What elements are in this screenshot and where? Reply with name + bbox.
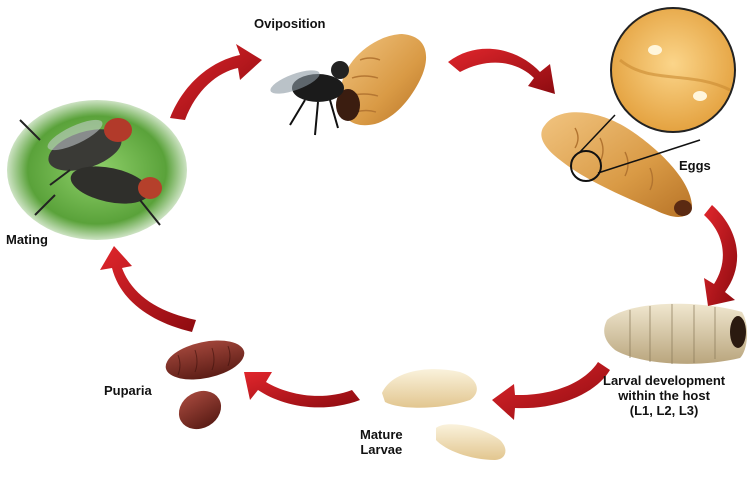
cycle-arrows (100, 44, 738, 420)
mating-flies-image (7, 100, 187, 240)
arrow-mature-to-puparia (244, 372, 360, 408)
larval-label-line-1: Larval development (603, 373, 726, 388)
mature-label-line-2: Larvae (360, 442, 403, 457)
arrow-mating-to-oviposition (170, 44, 262, 120)
arrow-oviposition-to-eggs (448, 48, 555, 94)
stage-label-puparia: Puparia (104, 383, 152, 398)
oviposition-image (270, 34, 427, 136)
stage-label-mature-larvae: Mature Larvae (360, 427, 403, 457)
puparia-image (165, 340, 245, 430)
mature-larvae-image (382, 369, 506, 460)
stage-label-larval-development: Larval development within the host (L1, … (603, 373, 725, 418)
arrow-puparia-to-mating (100, 246, 196, 332)
mature-label-line-1: Mature (360, 427, 403, 442)
larval-development-image (604, 303, 748, 364)
host-larva-eggs-image (541, 7, 736, 217)
larval-label-line-2: within the host (618, 388, 710, 403)
stage-label-oviposition: Oviposition (254, 16, 326, 31)
larval-label-line-3: (L1, L2, L3) (629, 403, 699, 418)
stage-label-eggs: Eggs (679, 158, 711, 173)
arrow-larval-to-mature (492, 362, 610, 420)
arrow-eggs-to-larval (704, 205, 738, 306)
stage-label-mating: Mating (6, 232, 48, 247)
